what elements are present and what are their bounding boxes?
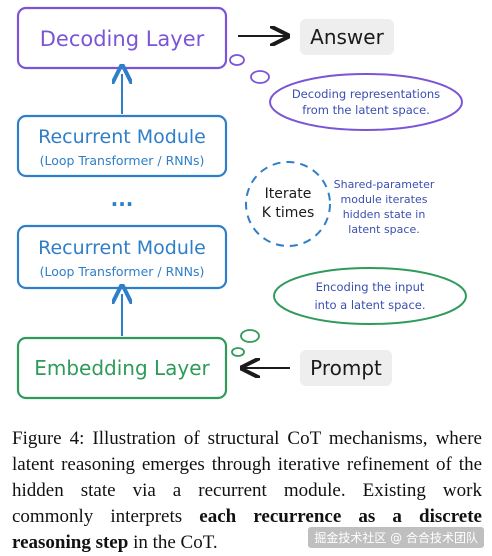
decoding-bubble-small-2 — [250, 70, 270, 84]
shared-note-line3: hidden state in — [343, 208, 426, 221]
embedding-layer-label: Embedding Layer — [34, 356, 210, 380]
encoding-note-line1: Encoding the input — [316, 280, 425, 294]
decoding-layer-box: Decoding Layer — [16, 6, 228, 70]
encoding-bubble-small-1 — [240, 329, 260, 343]
shared-note-line4: latent space. — [348, 223, 419, 236]
shared-note-line2: module iterates — [341, 193, 428, 206]
iterate-line2: K times — [262, 205, 315, 221]
shared-parameter-note: Shared-parameter module iterates hidden … — [334, 178, 435, 236]
recurrent-module-title-2: Recurrent Module — [38, 237, 206, 259]
diagram: Decoding Layer Answer Decoding represent… — [16, 6, 467, 400]
watermark: 掘金技术社区 @ 合合技术团队 — [308, 527, 484, 548]
encoding-bubble-small-2 — [231, 347, 245, 357]
recurrent-module-title-1: Recurrent Module — [38, 126, 206, 148]
decoding-note-line2: from the latent space. — [302, 103, 430, 117]
caption-bold: each recurrence as a discrete reasoning … — [12, 506, 482, 553]
iterate-loop: Iterate K times — [245, 161, 331, 247]
shared-note-line1: Shared-parameter — [334, 178, 435, 191]
caption-suffix: in the CoT. — [128, 532, 218, 553]
prompt-label: Prompt — [310, 356, 382, 380]
prompt-box: Prompt — [300, 350, 392, 386]
recurrent-module-subtitle-1: (Loop Transformer / RNNs) — [40, 153, 205, 168]
answer-box: Answer — [300, 19, 394, 55]
ellipsis: ... — [111, 187, 134, 211]
decoding-layer-label: Decoding Layer — [40, 27, 205, 51]
caption-prefix: Figure 4: Illustration of structural CoT… — [12, 428, 482, 527]
encoding-note: Encoding the input into a latent space. — [273, 267, 467, 325]
encoding-note-line2: into a latent space. — [314, 298, 425, 312]
decoding-note: Decoding representations from the latent… — [269, 73, 463, 131]
decoding-bubble-small-1 — [229, 54, 245, 66]
figure-caption: Figure 4: Illustration of structural CoT… — [12, 426, 482, 556]
embedding-layer-box: Embedding Layer — [16, 336, 228, 400]
recurrent-module-subtitle-2: (Loop Transformer / RNNs) — [40, 264, 205, 279]
recurrent-module-box-1: Recurrent Module (Loop Transformer / RNN… — [16, 114, 228, 178]
decoding-note-line1: Decoding representations — [292, 87, 440, 101]
answer-label: Answer — [310, 25, 384, 49]
recurrent-module-box-2: Recurrent Module (Loop Transformer / RNN… — [16, 224, 228, 290]
iterate-line1: Iterate — [265, 186, 312, 202]
